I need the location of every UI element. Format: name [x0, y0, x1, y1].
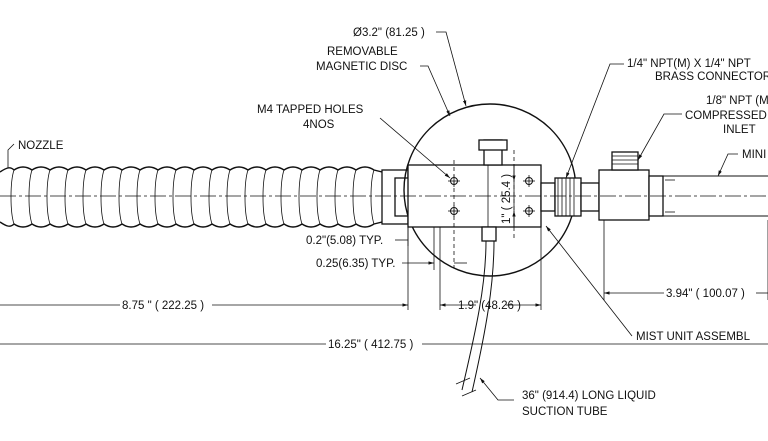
- dimension-lines: [0, 150, 768, 345]
- suction-tube-label-line2: SUCTION TUBE: [522, 406, 608, 418]
- dim-875-label: 8.75 " ( 222.25 ): [122, 300, 204, 312]
- mist-unit-body: [407, 139, 542, 242]
- suction-tube: [455, 240, 495, 397]
- nozzle-label: NOZZLE: [18, 140, 64, 152]
- tapped-holes-label-line2: 4NOS: [303, 119, 335, 131]
- leader-lines: [7, 31, 738, 401]
- mini-label: MINI: [742, 149, 766, 161]
- flexible-hose: [0, 166, 410, 228]
- connector-label-line1: 1/4" NPT(M) X 1/4" NPT: [627, 58, 751, 70]
- vertical-dim-label: 1" ( 25.4 ): [501, 174, 513, 224]
- typ-02-label: 0.2"(5.08) TYP.: [306, 235, 383, 247]
- removable-label-line2: MAGNETIC DISC: [316, 61, 407, 73]
- removable-label-line1: REMOVABLE: [327, 46, 398, 58]
- inlet-label-line1: 1/8" NPT (M: [706, 95, 768, 107]
- connector-label-line2: BRASS CONNECTOR: [655, 71, 768, 83]
- inlet-body: [598, 151, 768, 221]
- inlet-label-line3: INLET: [723, 124, 756, 136]
- dim-19-label: 1.9" (48.26 ): [458, 300, 521, 312]
- suction-tube-label-line1: 36" (914.4) LONG LIQUID: [522, 390, 656, 402]
- inlet-label-line2: COMPRESSED: [685, 110, 767, 122]
- disc-diameter-label: Ø3.2" (81.25 ): [353, 27, 425, 39]
- mist-unit-label: MIST UNIT ASSEMBL: [636, 331, 751, 343]
- tapped-holes-label-line1: M4 TAPPED HOLES: [257, 104, 364, 116]
- dim-394-label: 3.94" ( 100.07 ): [666, 288, 745, 300]
- brass-connector: [540, 177, 600, 217]
- typ-025-label: 0.25(6.35) TYP.: [316, 258, 396, 270]
- dim-1625-label: 16.25" ( 412.75 ): [328, 339, 413, 351]
